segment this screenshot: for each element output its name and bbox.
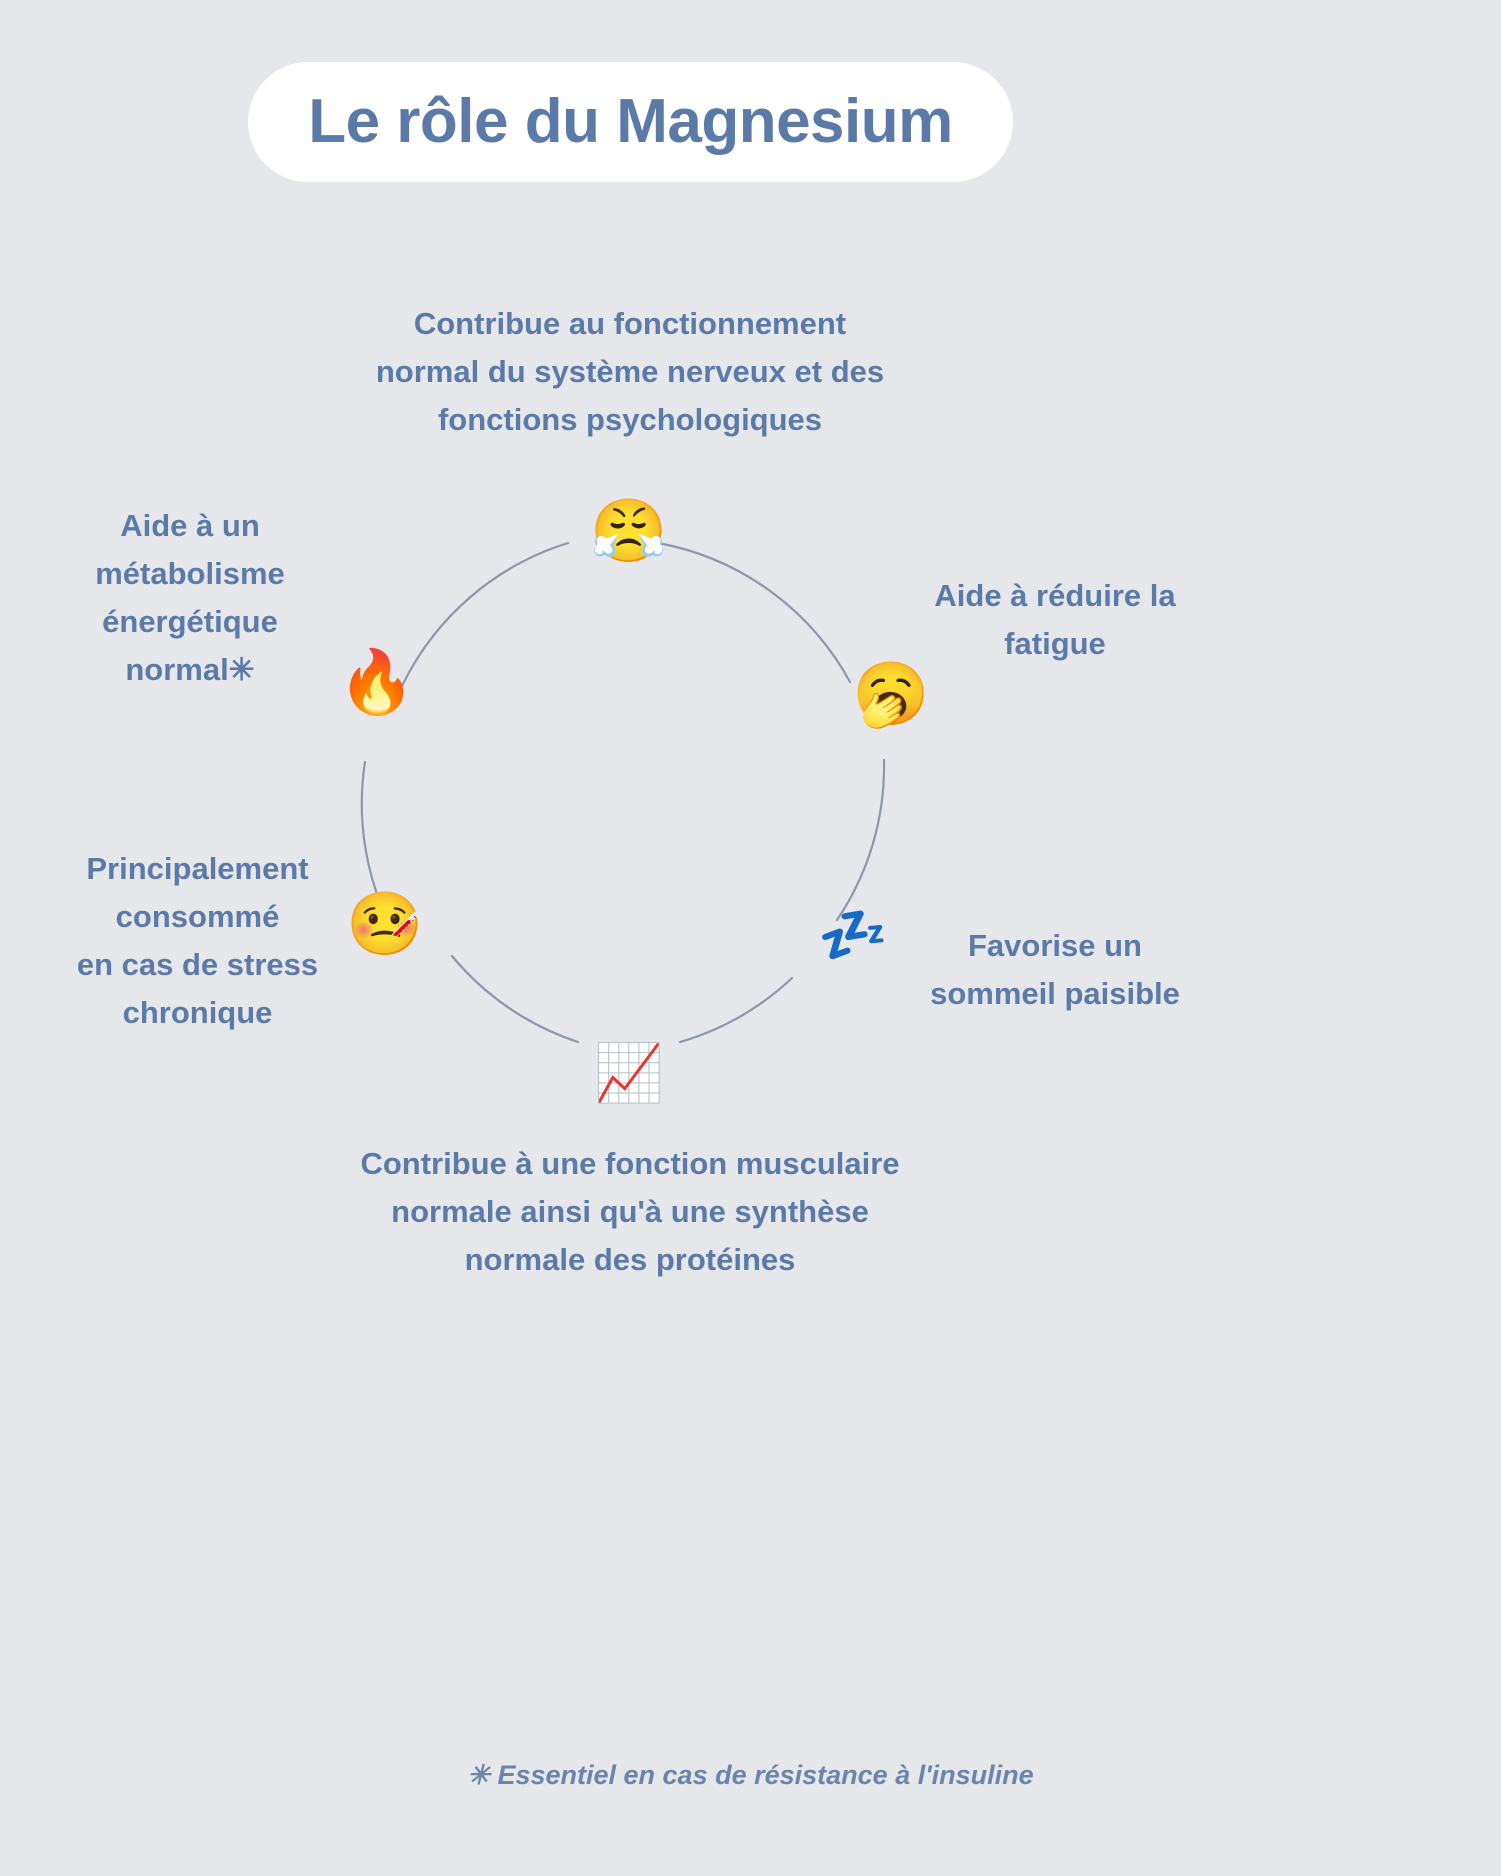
arc-muscle-to-stress [450,954,580,1044]
yawning-face-icon: 🥱 [852,660,930,729]
footnote: ✳ Essentiel en cas de résistance à l'ins… [467,1760,1034,1790]
label-reduce-fatigue: Aide à réduire la fatigue [934,578,1176,662]
face-with-thermometer-icon: 🤒 [346,890,424,959]
arc-energy-to-nervous [400,541,570,688]
sleeping-symbol-zzz-icon: 💤 [818,903,888,966]
chart-increasing-icon: 📈 [594,1041,664,1104]
page-title: Le rôle du Magnesium [308,87,953,156]
arc-nervous-to-fatigue [656,541,852,684]
arc-sleep-to-muscle [678,976,794,1044]
angry-face-with-horns-steam-icon: 😤 [590,497,668,566]
arc-stress-to-energy [360,760,386,914]
label-muscle-function: Contribue à une fonction musculaire norm… [360,1146,900,1278]
arc-fatigue-to-sleep [835,758,886,922]
circle-arcs [360,541,886,1044]
label-nervous-system: Contribue au fonctionnement normal du sy… [375,306,885,438]
label-energy-metabolism: Aide à un métabolisme énergétique normal… [95,508,285,688]
fire-icon: 🔥 [338,648,416,717]
label-peaceful-sleep: Favorise un sommeil paisible [930,928,1180,1012]
page-title-pill: Le rôle du Magnesium [248,62,1013,182]
label-chronic-stress: Principalement consommé en cas de stress… [76,851,319,1031]
